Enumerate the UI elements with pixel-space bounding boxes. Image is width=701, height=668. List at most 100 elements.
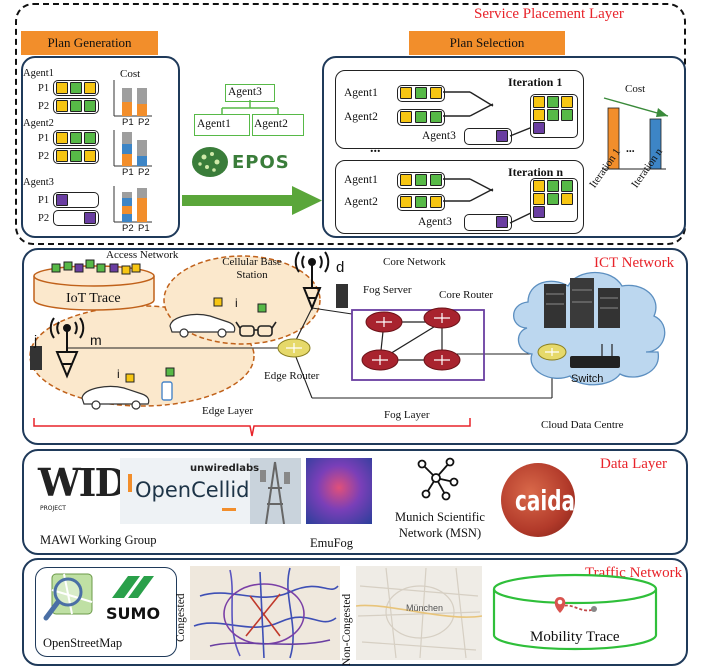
edge-router-label: Edge Router xyxy=(264,370,320,382)
core-router-icon xyxy=(423,307,461,329)
sumo-logo-icon xyxy=(112,576,154,598)
service-square xyxy=(533,193,545,205)
iteration-cost-chart xyxy=(602,97,669,170)
agent-label: Agent2 xyxy=(344,111,378,123)
iteration-label: Iteration n xyxy=(508,165,563,179)
epos-node-label: Agent2 xyxy=(254,118,288,130)
smartphone-icon xyxy=(161,381,173,401)
osm-logo-icon xyxy=(43,573,93,621)
fog-layer-label: Fog Layer xyxy=(384,409,430,421)
service-square xyxy=(415,196,427,208)
node-i-label: i xyxy=(117,367,120,381)
service-square xyxy=(533,180,545,192)
route-icon xyxy=(554,597,597,613)
core-router-icon xyxy=(423,349,461,371)
service-square xyxy=(70,100,82,112)
green-arrow-icon xyxy=(182,186,322,215)
service-square xyxy=(547,96,559,108)
service-square xyxy=(547,193,559,205)
cell-tower-icon xyxy=(49,317,85,379)
service-square xyxy=(70,150,82,162)
node-i-label: i xyxy=(235,296,238,310)
epos-logo-text: EPOS xyxy=(232,152,290,173)
osm-label: OpenStreetMap xyxy=(43,636,123,650)
iteration-box xyxy=(335,160,584,234)
agent-label: Agent3 xyxy=(23,177,54,188)
agent-label: Agent1 xyxy=(344,174,378,186)
service-square xyxy=(84,100,96,112)
data-layer-title: Data Layer xyxy=(600,456,668,472)
core-router-icon xyxy=(361,349,399,371)
cost-bar xyxy=(122,206,132,214)
aggregation-lines xyxy=(443,91,536,137)
cost-chart-agent3 xyxy=(113,186,152,223)
service-square xyxy=(430,111,442,123)
service-square xyxy=(430,87,442,99)
fog-box xyxy=(351,309,485,381)
cloud-data-centre-label: Cloud Data Centre xyxy=(541,419,624,431)
cost-bar xyxy=(137,156,147,166)
plan-label: P2 xyxy=(38,101,50,112)
congested-label: Congested xyxy=(175,593,187,642)
cost-bar xyxy=(137,88,147,116)
service-square xyxy=(430,196,442,208)
plan-label: P2 xyxy=(38,151,50,162)
axis-label: P2 xyxy=(138,167,150,178)
service-square xyxy=(561,180,573,192)
car-icon xyxy=(169,313,236,338)
service-square xyxy=(533,206,545,218)
epos-node-label: Agent1 xyxy=(197,118,231,130)
service-square xyxy=(400,111,412,123)
fog-server-icon xyxy=(336,284,348,308)
service-square xyxy=(84,212,96,224)
plan-generation-header: Plan Generation xyxy=(21,31,158,55)
plan-generation-panel xyxy=(21,56,180,238)
service-square xyxy=(533,109,545,121)
service-square xyxy=(496,216,508,228)
node-j-label: j xyxy=(34,332,38,348)
service-square xyxy=(56,132,68,144)
iteration-cost-title: Cost xyxy=(625,83,646,95)
non-congested-label: Non-Congested xyxy=(341,593,353,666)
epos-node xyxy=(252,114,304,136)
edge-router-icon xyxy=(277,338,311,358)
service-square xyxy=(400,87,412,99)
iot-trace-label: IoT Trace xyxy=(66,291,121,306)
agent-label: Agent2 xyxy=(344,196,378,208)
cell-tower-icon xyxy=(294,251,330,311)
iteration-box xyxy=(335,70,584,149)
access-network-label: Access Network xyxy=(106,249,179,261)
service-square xyxy=(547,180,559,192)
plan-label: P1 xyxy=(38,83,50,94)
ict-network-title: ICT Network xyxy=(594,255,675,271)
cellular-base-station-label: Cellular Base Station xyxy=(222,256,282,282)
agent-label: Agent2 xyxy=(23,118,54,129)
service-square xyxy=(56,100,68,112)
layer-braces xyxy=(33,418,471,437)
cost-bar xyxy=(122,144,132,154)
cost-bar xyxy=(137,198,147,208)
caida-logo-icon xyxy=(501,463,575,537)
congested-map-icon xyxy=(190,566,340,660)
service-square xyxy=(415,111,427,123)
service-square xyxy=(415,87,427,99)
service-square xyxy=(533,96,545,108)
cost-bar xyxy=(122,198,132,206)
server-rack-icon xyxy=(544,278,620,328)
cost-chart-agent2 xyxy=(113,130,152,167)
node-d-label: d xyxy=(336,259,345,276)
plan-label: P1 xyxy=(38,133,50,144)
unwiredlabs-label: unwiredlabs xyxy=(190,463,260,474)
mawi-label: MAWI Working Group xyxy=(40,533,157,547)
emufog-label: EmuFog xyxy=(310,536,354,550)
service-square xyxy=(84,82,96,94)
service-square xyxy=(56,82,68,94)
axis-label: P1 xyxy=(122,117,134,128)
cloud-router-icon xyxy=(537,343,567,361)
agent-label: Agent3 xyxy=(418,216,452,228)
epos-node-label: Agent3 xyxy=(228,86,262,98)
plan-label: P2 xyxy=(38,213,50,224)
core-router-label: Core Router xyxy=(439,289,494,301)
iteration-cost-ellipsis: ... xyxy=(626,143,635,155)
axis-label: P2 xyxy=(122,223,134,234)
